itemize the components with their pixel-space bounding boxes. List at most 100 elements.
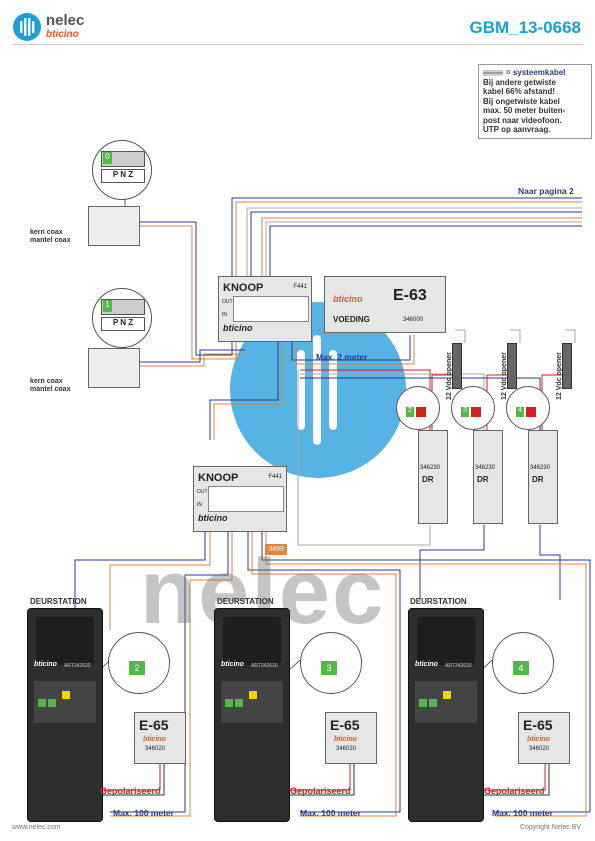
panel-3-art: ART342630 [445,663,472,669]
e65-2-model: E-65 [330,717,360,733]
kern-coax-label-2: kern coax [30,378,63,385]
relay-3-code: 346230 [530,465,551,471]
relay-1-code: 346230 [420,465,441,471]
relay-1-label: DR [422,475,434,484]
e65-1-brand: bticino [143,736,166,743]
deurstation-label-2: DEURSTATION [217,597,274,606]
e65-3-model: E-65 [523,717,553,733]
address-value-1: 1 [103,300,112,312]
legend-line-5: max. 50 meter buiten- [483,106,566,115]
kern-coax-label-1: kern coax [30,229,63,236]
door-opener-label-1: 12 Vdc opener [446,352,453,400]
e65-module-2: E-65 bticino 346020 [325,712,377,764]
station-address-circle-1: 2 [108,632,170,694]
logo-tagline: bticino [46,29,79,40]
door-opener-2 [507,343,517,389]
e65-module-1: E-65 bticino 346020 [134,712,186,764]
knoop-node-1: KNOOP F441 OUT IN bticino [218,276,312,342]
mantel-coax-label-1: mantel coax [30,237,71,244]
relay-2-code: 346230 [475,465,496,471]
knoop-2-code: F441 [268,474,282,480]
coax-module-1 [88,206,140,246]
knoop-2-brand: bticino [198,513,228,523]
resistor-tag: 3499 [265,544,287,555]
legend-line-4: Bij ongetwiste kabel [483,96,560,106]
door-opener-label-2: 12 Vdc opener [501,352,508,400]
distance-bottom-label-3: Max. 100 meter [492,808,553,818]
polarized-label-3: Gepolariseerd [484,786,545,796]
knoop-1-brand: bticino [223,323,253,333]
deurstation-label-3: DEURSTATION [410,597,467,606]
door-opener-1 [452,343,462,389]
footer-url: www.nelec.com [12,824,61,831]
header-rule [12,44,583,45]
distance-top-label: Max. 2 meter [316,352,368,362]
address-circle-top-1: 0 P N Z [92,140,152,200]
panel-1-brand: bticino [34,661,57,668]
relay-address-circle-2: 3 [451,386,495,430]
knoop-node-2: KNOOP F441 OUT IN bticino [193,466,287,532]
supply-code: 346000 [403,317,424,323]
legend-line-6: post naar videofoon. [483,115,562,125]
coax-module-2 [88,348,140,388]
legend-line-3: kabel 66% afstand! [483,87,556,96]
legend-line-1: = systeemkabel [506,68,566,77]
knoop-1-out: OUT [222,299,233,305]
e65-1-model: E-65 [139,717,169,733]
supply-brand: bticino [333,294,363,304]
knoop-1-code: F441 [293,284,307,290]
relay-address-circle-1: 2 [396,386,440,430]
e65-3-brand: bticino [527,736,550,743]
door-station-2: bticino ART342630 [214,608,290,822]
relay-2-label: DR [477,475,489,484]
knoop-2-name: KNOOP [198,472,239,484]
door-opener-label-3: 12 Vdc opener [556,352,563,400]
panel-2-art: ART342630 [251,663,278,669]
relay-address-circle-3: 4 [506,386,550,430]
relay-module-3: 346230 DR [528,430,558,524]
e65-1-code: 346020 [145,746,166,752]
door-station-1: bticino ART342630 [27,608,103,822]
polarized-label-2: Gepolariseerd [290,786,351,796]
distance-bottom-label-1: Max. 100 meter [113,808,174,818]
doc-code: GBM_13-0668 [469,18,581,37]
relay-module-2: 346230 DR [473,430,503,524]
e65-3-code: 346020 [529,746,550,752]
supply-label: VOEDING [333,315,370,324]
knoop-2-out: OUT [197,489,208,495]
relay-3-label: DR [532,475,544,484]
brand-logo: nelec bticino [12,12,112,42]
footer-copyright: Copyright Nelec BV [519,824,581,831]
panel-2-brand: bticino [221,661,244,668]
deurstation-label-1: DEURSTATION [30,597,87,606]
e65-module-3: E-65 bticino 346020 [518,712,570,764]
station-address-circle-2: 3 [300,632,362,694]
polarized-label-1: Gepolariseerd [100,786,161,796]
e65-2-brand: bticino [334,736,357,743]
mantel-coax-label-2: mantel coax [30,386,71,393]
logo-icon [13,13,41,41]
supply-e63: bticino E-63 VOEDING 346000 [324,276,446,333]
distance-bottom-label-2: Max. 100 meter [300,808,361,818]
logo-text: nelec [46,12,85,29]
knoop-1-name: KNOOP [223,282,264,294]
knoop-1-in: IN [222,312,227,318]
legend-line-7: UTP op aanvraag. [483,125,551,134]
supply-model: E-63 [393,287,427,304]
panel-3-brand: bticino [415,661,438,668]
station-address-circle-3: 4 [492,632,554,694]
page-2-reference: Naar pagina 2 [518,186,574,196]
door-station-3: bticino ART342630 [408,608,484,822]
watermark-logo [230,302,406,478]
legend-note: = systeemkabel Bij andere getwiste kabel… [478,64,592,139]
address-circle-top-2: 1 P N Z [92,288,152,348]
legend-line-2: Bij andere getwiste [483,77,556,87]
panel-1-art: ART342630 [64,663,91,669]
relay-module-1: 346230 DR [418,430,448,524]
e65-2-code: 346020 [336,746,357,752]
address-value-0: 0 [103,152,112,164]
door-opener-3 [562,343,572,389]
systeemkabel-swatch [483,70,503,76]
knoop-2-in: IN [197,502,202,508]
